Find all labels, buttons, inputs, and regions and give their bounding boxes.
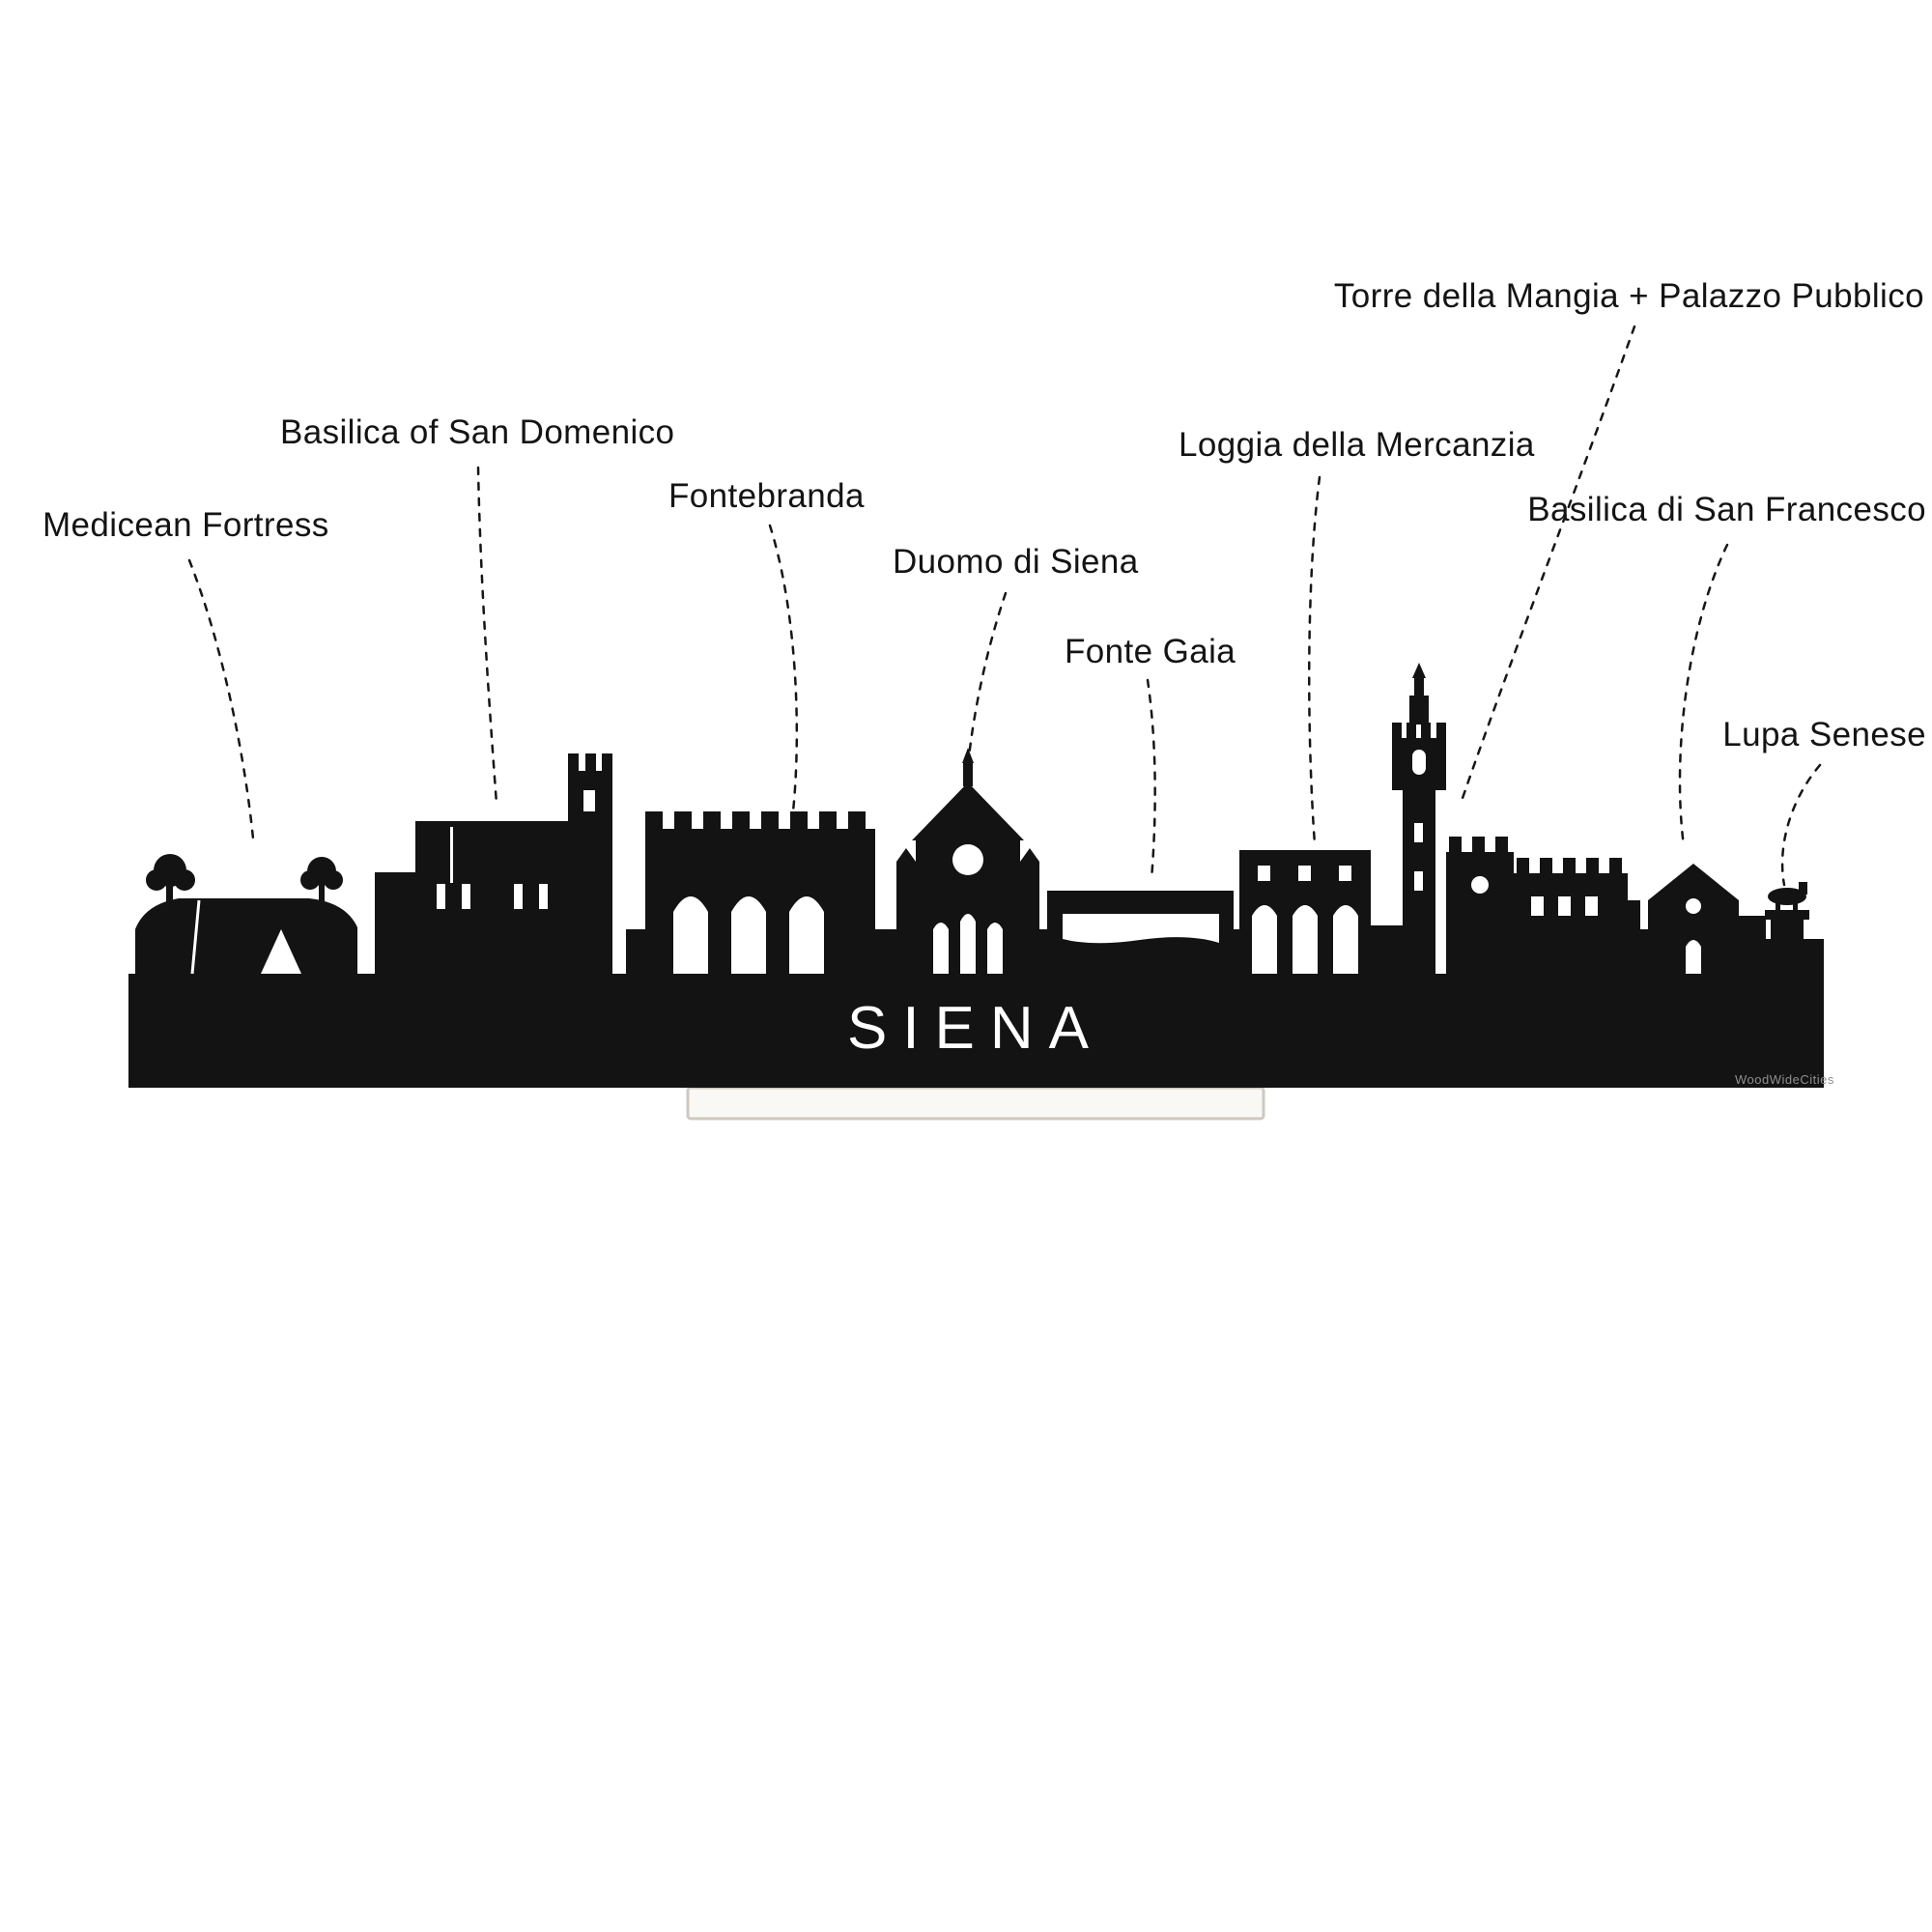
leader-line-fonte-gaia	[1146, 678, 1156, 881]
san-domenico-silhouette	[375, 753, 612, 974]
leader-line-lupa-senese	[1780, 763, 1822, 887]
leader-lines	[187, 325, 1822, 887]
leader-line-basilica-di-san-francesco	[1678, 543, 1729, 848]
label-medicean-fortress: Medicean Fortress	[43, 506, 329, 544]
label-duomo-di-siena: Duomo di Siena	[893, 543, 1139, 581]
display-stand	[686, 1086, 1265, 1121]
leader-line-fontebranda	[768, 524, 799, 813]
leader-line-medicean-fortress	[187, 558, 255, 840]
label-torre-della-mangia-palazzo-pubblico: Torre della Mangia + Palazzo Pubblico	[1333, 277, 1924, 315]
silhouette-cutouts	[190, 750, 1701, 975]
fortress-silhouette	[135, 854, 357, 974]
leader-line-torre-della-mangia	[1459, 325, 1636, 806]
label-loggia-della-mercanzia: Loggia della Mercanzia	[1179, 426, 1535, 464]
label-fonte-gaia: Fonte Gaia	[1065, 633, 1236, 670]
label-lupa-senese: Lupa Senese	[1722, 716, 1926, 753]
watermark-text: WoodWideCities	[1735, 1072, 1834, 1087]
torre-palazzo-silhouette	[1392, 663, 1648, 974]
label-basilica-of-san-domenico: Basilica of San Domenico	[280, 413, 675, 451]
skyline-base	[128, 974, 1824, 1088]
label-fontebranda: Fontebranda	[668, 477, 865, 515]
skyline-city-title: SIENA	[846, 995, 1105, 1062]
leader-line-basilica-of-san-domenico	[476, 466, 498, 806]
label-basilica-di-san-francesco: Basilica di San Francesco	[1527, 491, 1926, 528]
leader-line-loggia-della-mercanzia	[1308, 475, 1321, 846]
lupa-senese-silhouette	[1739, 882, 1824, 974]
